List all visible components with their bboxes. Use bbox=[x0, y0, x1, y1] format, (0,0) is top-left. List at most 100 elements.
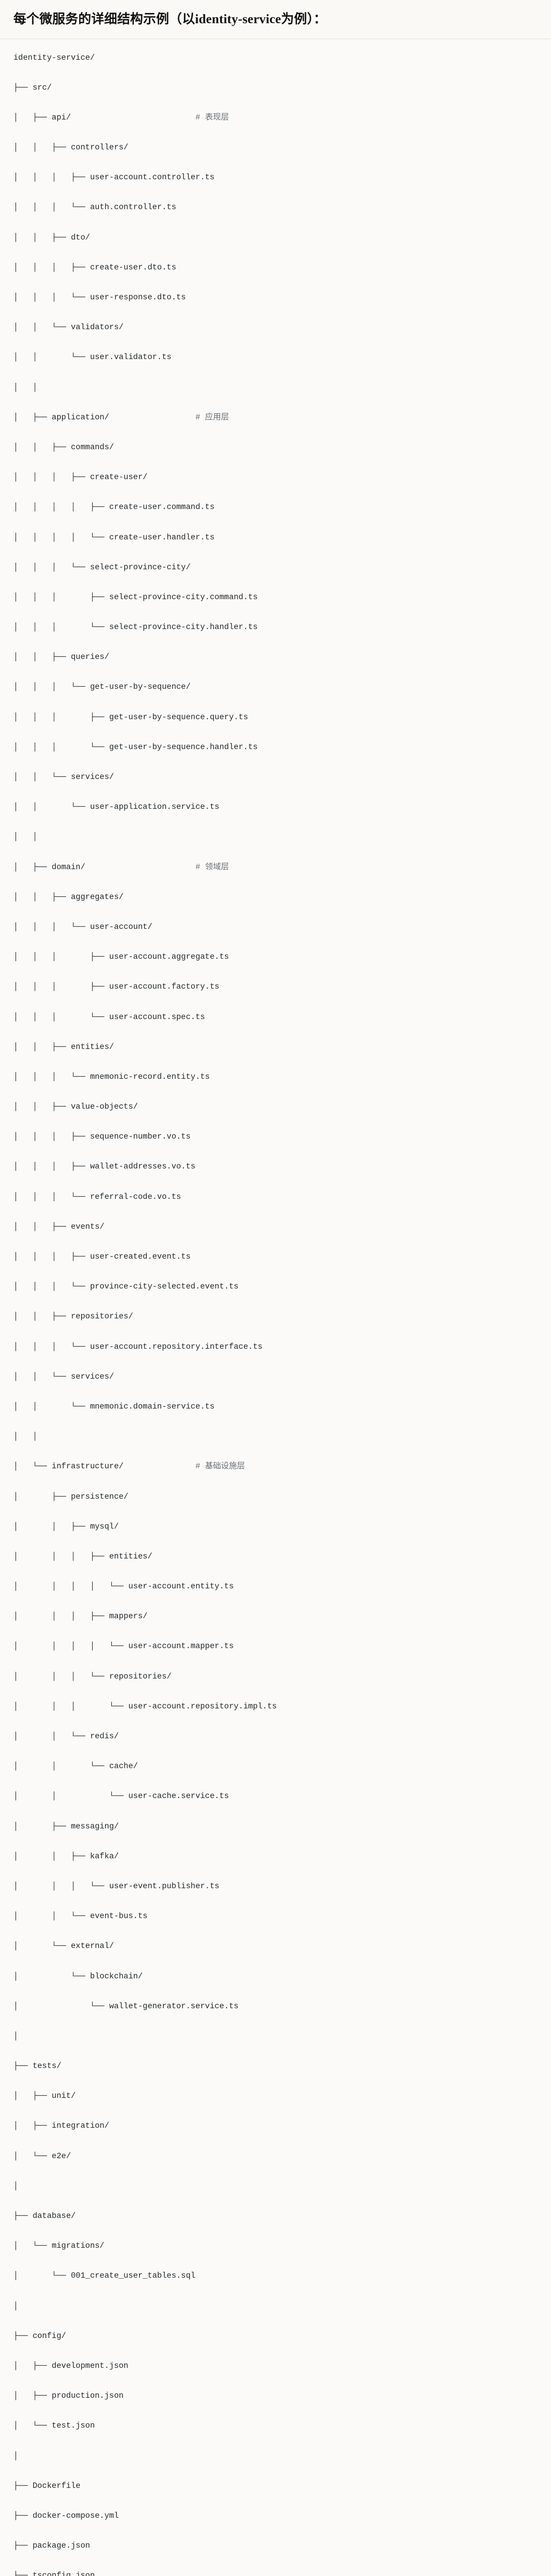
file-tree-row: │ │ └── redis/ bbox=[13, 1729, 538, 1744]
file-tree-entry: ├── database/ bbox=[13, 2211, 76, 2221]
file-tree-row: ├── tsconfig.json bbox=[13, 2568, 538, 2576]
file-tree-row: │ │ │ └── get-user-by-sequence/ bbox=[13, 680, 538, 694]
file-tree-row: │ │ ├── value-objects/ bbox=[13, 1099, 538, 1114]
file-tree-row: │ │ │ └── user-account.repository.interf… bbox=[13, 1340, 538, 1354]
file-tree-entry: │ │ │ ├── select-province-city.command.t… bbox=[13, 592, 257, 602]
file-tree-row: │ │ │ └── select-province-city.handler.t… bbox=[13, 620, 538, 635]
file-tree-comment: # 基础设施层 bbox=[195, 1462, 245, 1471]
file-tree-row: │ │ │ └── user-account.repository.impl.t… bbox=[13, 1699, 538, 1714]
file-tree-row: │ │ bbox=[13, 380, 538, 395]
file-tree-row: │ bbox=[13, 2299, 538, 2314]
file-tree-entry: │ └── wallet-generator.service.ts bbox=[13, 2002, 238, 2011]
file-tree-entry: │ │ │ ├── sequence-number.vo.ts bbox=[13, 1132, 191, 1141]
file-tree-row: │ │ │ └── auth.controller.ts bbox=[13, 200, 538, 215]
file-tree-row: │ │ │ ├── wallet-addresses.vo.ts bbox=[13, 1159, 538, 1174]
document-header: 每个微服务的详细结构示例（以identity-service为例）： bbox=[0, 0, 551, 39]
file-tree-row: │ │ └── mnemonic.domain-service.ts bbox=[13, 1399, 538, 1414]
file-tree-entry: │ │ ├── mysql/ bbox=[13, 1522, 119, 1531]
file-tree-entry: │ │ └── redis/ bbox=[13, 1732, 119, 1741]
file-tree-entry: identity-service/ bbox=[13, 53, 95, 62]
file-tree-comment: # 领域层 bbox=[195, 862, 229, 872]
file-tree-entry: │ │ │ ├── create-user.dto.ts bbox=[13, 263, 176, 272]
file-tree-entry: │ │ └── event-bus.ts bbox=[13, 1911, 147, 1921]
file-tree-entry: ├── config/ bbox=[13, 2331, 66, 2341]
page-title: 每个微服务的详细结构示例（以identity-service为例）： bbox=[13, 11, 538, 28]
file-tree-row: │ │ │ └── get-user-by-sequence.handler.t… bbox=[13, 740, 538, 755]
file-tree-entry: │ │ ├── controllers/ bbox=[13, 143, 128, 152]
file-tree-row: │ │ │ └── select-province-city/ bbox=[13, 560, 538, 575]
file-tree-row: │ └── external/ bbox=[13, 1939, 538, 1954]
file-tree-entry: │ │ │ └── province-city-selected.event.t… bbox=[13, 1282, 238, 1291]
file-tree-entry: │ │ ├── kafka/ bbox=[13, 1852, 119, 1861]
file-tree-row: │ └── migrations/ bbox=[13, 2239, 538, 2253]
file-tree-row: │ │ │ ├── mappers/ bbox=[13, 1609, 538, 1624]
file-tree-row: │ │ │ │ └── create-user.handler.ts bbox=[13, 530, 538, 545]
file-tree-entry: │ │ │ └── user-event.publisher.ts bbox=[13, 1882, 219, 1891]
file-tree-code: identity-service/ ├── src/ │ ├── api/ # … bbox=[13, 50, 538, 2576]
file-tree-entry: │ └── blockchain/ bbox=[13, 1972, 143, 1981]
file-tree-row: │ │ └── user-cache.service.ts bbox=[13, 1789, 538, 1804]
file-tree-block: identity-service/ ├── src/ │ ├── api/ # … bbox=[0, 39, 551, 2576]
file-tree-entry: │ ├── production.json bbox=[13, 2391, 124, 2400]
file-tree-entry: │ │ └── cache/ bbox=[13, 1761, 138, 1771]
file-tree-entry: │ bbox=[13, 2181, 18, 2191]
file-tree-entry: │ ├── application/ bbox=[13, 413, 195, 422]
file-tree-entry: │ │ └── user.validator.ts bbox=[13, 352, 171, 362]
file-tree-row: │ │ │ └── mnemonic-record.entity.ts bbox=[13, 1070, 538, 1084]
file-tree-entry: │ │ │ │ ├── create-user.command.ts bbox=[13, 502, 215, 512]
file-tree-entry: │ │ │ └── auth.controller.ts bbox=[13, 202, 176, 212]
file-tree-row: │ │ │ ├── user-created.event.ts bbox=[13, 1249, 538, 1264]
file-tree-row: identity-service/ bbox=[13, 50, 538, 65]
file-tree-entry: │ │ └── services/ bbox=[13, 772, 114, 782]
file-tree-entry: │ │ └── mnemonic.domain-service.ts bbox=[13, 1402, 215, 1411]
file-tree-row: │ └── test.json bbox=[13, 2418, 538, 2433]
file-tree-row: │ │ └── validators/ bbox=[13, 320, 538, 335]
file-tree-row: │ │ │ ├── create-user/ bbox=[13, 470, 538, 485]
file-tree-entry: │ │ ├── entities/ bbox=[13, 1042, 114, 1052]
file-tree-row: │ │ ├── entities/ bbox=[13, 1040, 538, 1055]
file-tree-entry: │ bbox=[13, 2301, 18, 2311]
file-tree-entry: │ │ ├── repositories/ bbox=[13, 1312, 133, 1321]
file-tree-row: │ │ │ ├── get-user-by-sequence.query.ts bbox=[13, 710, 538, 725]
file-tree-entry: │ bbox=[13, 2451, 18, 2461]
file-tree-row: │ │ │ └── repositories/ bbox=[13, 1669, 538, 1684]
file-tree-entry: │ │ │ ├── get-user-by-sequence.query.ts bbox=[13, 713, 248, 722]
file-tree-row: ├── package.json bbox=[13, 2538, 538, 2553]
file-tree-entry: │ ├── persistence/ bbox=[13, 1492, 128, 1501]
file-tree-entry: │ │ │ ├── user-account.controller.ts bbox=[13, 173, 215, 182]
file-tree-row: │ │ │ │ └── user-account.mapper.ts bbox=[13, 1639, 538, 1654]
file-tree-row: ├── database/ bbox=[13, 2209, 538, 2224]
file-tree-row: │ │ │ ├── entities/ bbox=[13, 1549, 538, 1564]
file-tree-entry: │ ├── api/ bbox=[13, 113, 195, 122]
file-tree-entry: │ ├── messaging/ bbox=[13, 1822, 119, 1831]
file-tree-row: │ │ ├── repositories/ bbox=[13, 1309, 538, 1324]
file-tree-entry: │ │ bbox=[13, 383, 38, 392]
file-tree-row: │ bbox=[13, 2029, 538, 2044]
file-tree-entry: │ │ │ └── select-province-city.handler.t… bbox=[13, 622, 257, 632]
file-tree-row: │ │ │ ├── user-account.controller.ts bbox=[13, 170, 538, 185]
file-tree-row: │ │ │ └── user-response.dto.ts bbox=[13, 290, 538, 305]
file-tree-row: │ │ │ ├── user-account.aggregate.ts bbox=[13, 950, 538, 964]
file-tree-row: │ └── blockchain/ bbox=[13, 1969, 538, 1984]
file-tree-entry: │ │ └── validators/ bbox=[13, 323, 124, 332]
file-tree-entry: │ │ │ └── user-account/ bbox=[13, 922, 152, 931]
file-tree-row: │ │ │ ├── sequence-number.vo.ts bbox=[13, 1129, 538, 1144]
file-tree-entry: │ └── migrations/ bbox=[13, 2241, 105, 2250]
file-tree-entry: │ ├── development.json bbox=[13, 2361, 128, 2370]
file-tree-row: │ │ │ └── province-city-selected.event.t… bbox=[13, 1279, 538, 1294]
file-tree-row: │ │ ├── controllers/ bbox=[13, 140, 538, 155]
file-tree-entry: │ │ │ │ └── create-user.handler.ts bbox=[13, 533, 215, 542]
file-tree-row: │ ├── api/ # 表现层 bbox=[13, 110, 538, 125]
file-tree-entry: ├── docker-compose.yml bbox=[13, 2511, 119, 2520]
file-tree-row: │ │ │ └── user-account.spec.ts bbox=[13, 1010, 538, 1025]
file-tree-entry: │ │ │ │ └── user-account.entity.ts bbox=[13, 1582, 234, 1591]
file-tree-entry: │ │ └── user-cache.service.ts bbox=[13, 1791, 229, 1801]
file-tree-entry: │ │ ├── value-objects/ bbox=[13, 1102, 138, 1111]
file-tree-entry: │ │ ├── dto/ bbox=[13, 233, 90, 242]
file-tree-row: │ └── wallet-generator.service.ts bbox=[13, 1999, 538, 2014]
file-tree-entry: │ │ bbox=[13, 832, 38, 841]
file-tree-row: ├── config/ bbox=[13, 2329, 538, 2344]
file-tree-entry: │ │ ├── queries/ bbox=[13, 652, 109, 662]
file-tree-entry: ├── tests/ bbox=[13, 2061, 61, 2071]
file-tree-row: ├── tests/ bbox=[13, 2059, 538, 2074]
